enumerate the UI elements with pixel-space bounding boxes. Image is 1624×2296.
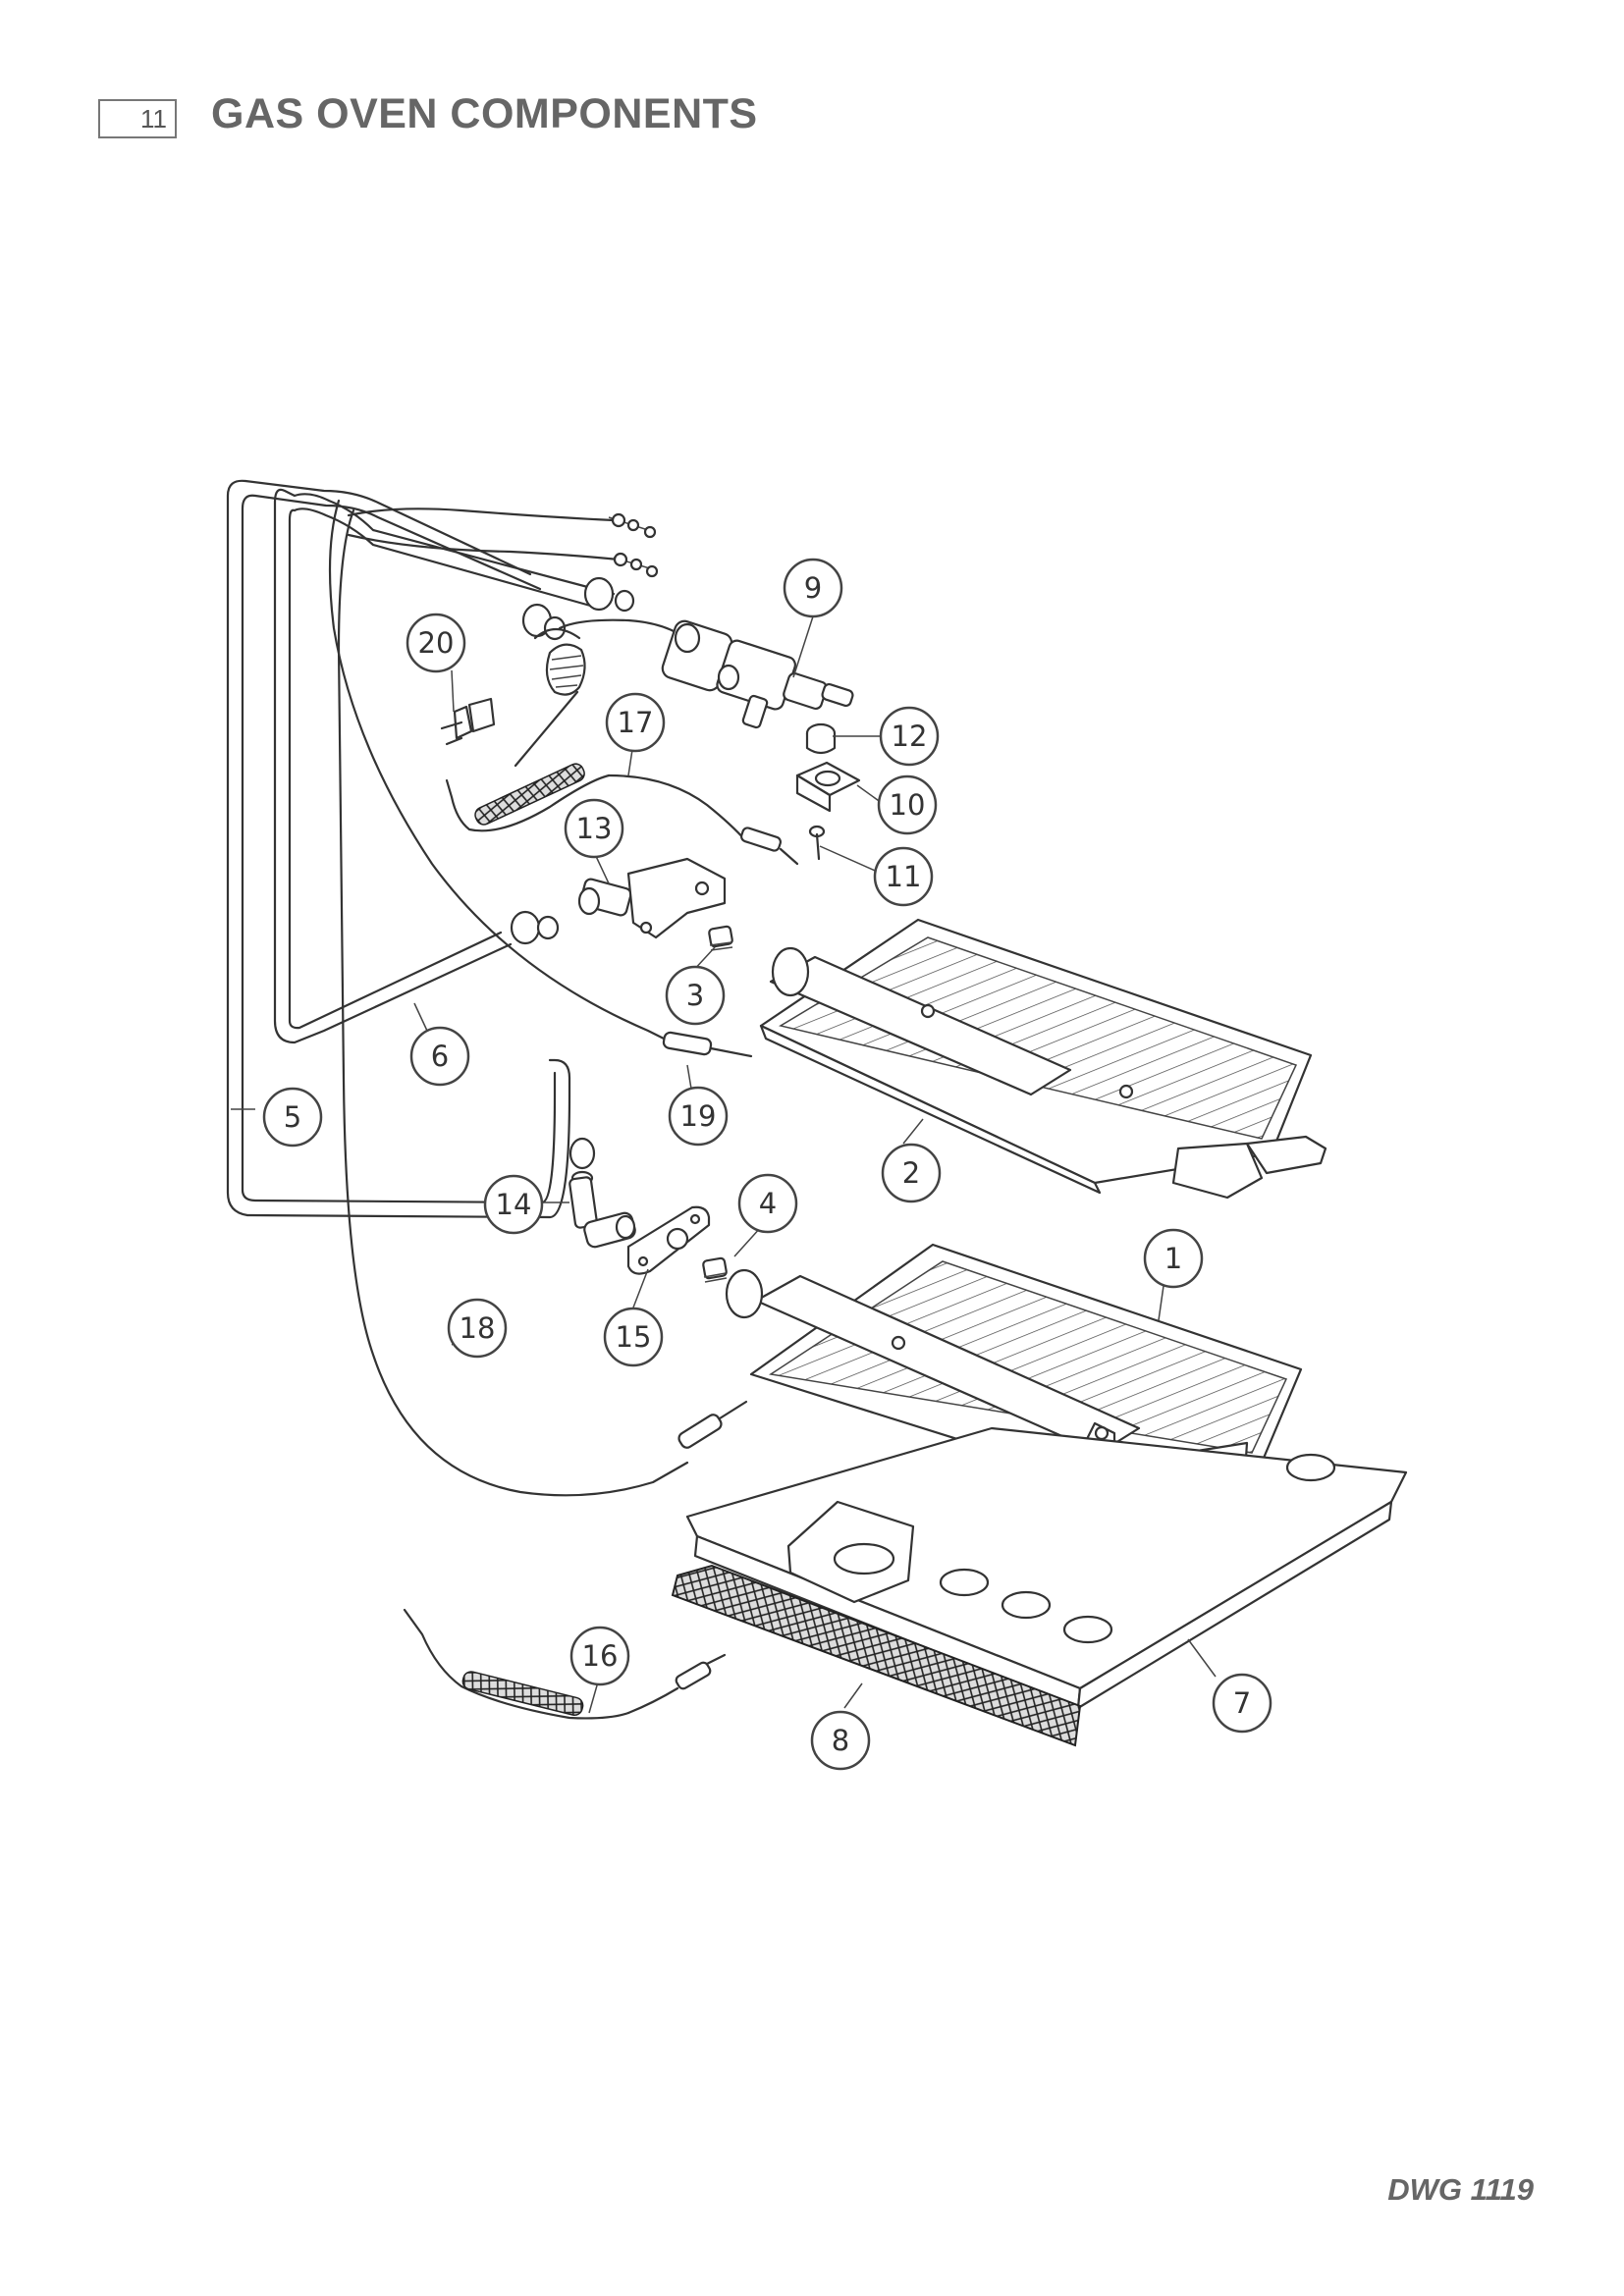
- callout-label: 19: [680, 1099, 717, 1133]
- thermocouple-terminals: [347, 507, 659, 578]
- callout-13: 13: [564, 798, 624, 859]
- callout-label: 15: [616, 1320, 652, 1354]
- callout-label: 3: [686, 979, 704, 1012]
- callout-12: 12: [879, 706, 940, 767]
- injector-3: [708, 925, 733, 951]
- callout-label: 7: [1233, 1686, 1251, 1720]
- callout-10: 10: [877, 774, 938, 835]
- callout-7: 7: [1212, 1673, 1272, 1734]
- callout-label: 14: [496, 1188, 532, 1221]
- gas-pipe-6: [273, 488, 616, 1044]
- probe-19: [328, 499, 753, 1058]
- callout-label: 17: [618, 706, 654, 739]
- callout-1: 1: [1143, 1228, 1204, 1289]
- callout-3: 3: [665, 965, 726, 1026]
- callout-label: 8: [832, 1724, 849, 1757]
- callout-4: 4: [737, 1173, 798, 1234]
- insulation-8: [671, 1564, 1082, 1747]
- callout-15: 15: [603, 1307, 664, 1367]
- clip-20: [440, 697, 496, 746]
- screw-11: [808, 825, 826, 861]
- drawing-reference: DWG 1119: [1387, 2172, 1534, 2207]
- callout-label: 6: [431, 1040, 449, 1073]
- callout-label: 10: [890, 788, 926, 822]
- callout-label: 2: [902, 1156, 920, 1190]
- callout-label: 1: [1164, 1242, 1182, 1275]
- callout-9: 9: [783, 558, 843, 618]
- callout-16: 16: [569, 1626, 630, 1686]
- callout-20: 20: [406, 613, 466, 673]
- callout-2: 2: [881, 1143, 942, 1203]
- spring-20: [514, 627, 586, 768]
- callout-5: 5: [262, 1087, 323, 1148]
- callout-6: 6: [409, 1026, 470, 1087]
- thermocouple-18: [337, 508, 748, 1497]
- holder-13: [577, 857, 727, 939]
- callout-label: 18: [460, 1311, 496, 1345]
- bush-12: [805, 722, 837, 755]
- callout-label: 13: [576, 812, 613, 845]
- bracket-10: [795, 761, 861, 813]
- burner-tray-7: [685, 1426, 1408, 1710]
- page-title: GAS OVEN COMPONENTS: [211, 90, 758, 137]
- section-number: 11: [140, 104, 167, 133]
- burner-2: [759, 918, 1327, 1200]
- thermocouple-16: [403, 1608, 727, 1720]
- callout-14: 14: [483, 1174, 544, 1235]
- thermocouple-17: [445, 763, 799, 866]
- callout-17: 17: [605, 692, 666, 753]
- callout-19: 19: [668, 1086, 729, 1147]
- injector-4: [702, 1256, 728, 1283]
- elbow-14: [568, 1137, 636, 1249]
- gasket-15: [626, 1205, 711, 1275]
- callout-label: 12: [892, 720, 928, 753]
- callout-8: 8: [810, 1710, 871, 1771]
- gas-valve-9: [558, 618, 854, 729]
- callout-18: 18: [447, 1298, 508, 1359]
- callout-11: 11: [873, 846, 934, 907]
- callout-label: 11: [886, 860, 922, 893]
- callout-label: 5: [284, 1100, 301, 1134]
- callout-label: 9: [804, 571, 822, 605]
- callout-label: 16: [582, 1639, 619, 1673]
- section-number-box: 11: [98, 99, 177, 138]
- callout-label: 20: [418, 626, 455, 660]
- callout-label: 4: [759, 1187, 777, 1220]
